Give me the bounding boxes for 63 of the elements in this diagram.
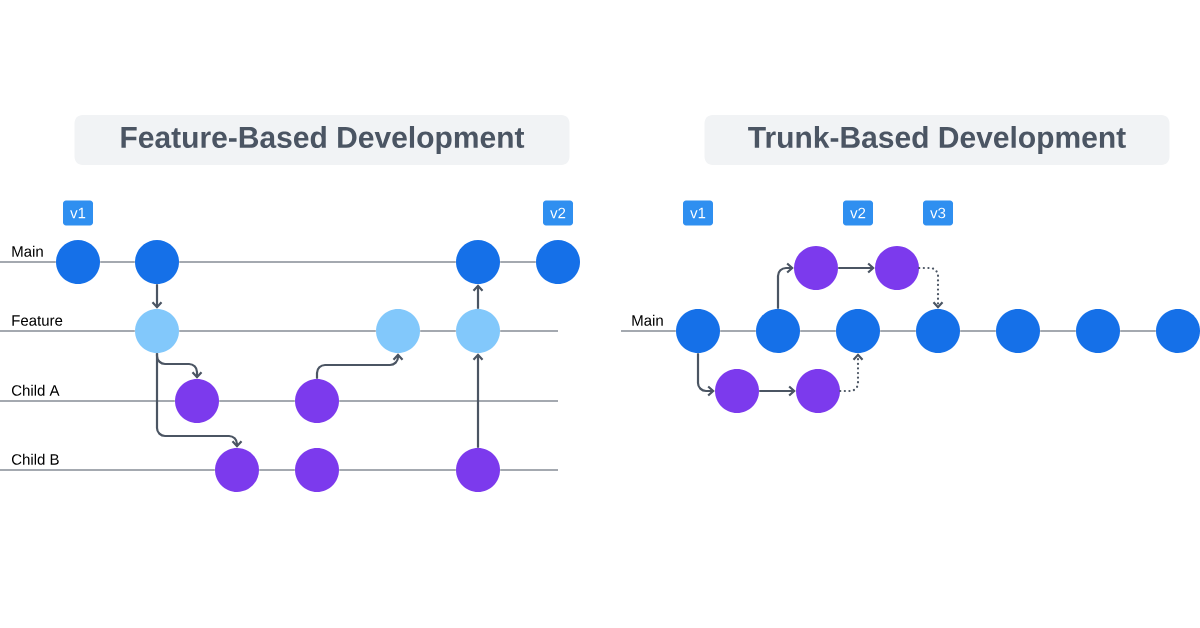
commit-circle: [456, 448, 500, 492]
title-box: Feature-Based Development: [74, 115, 570, 165]
commit-circle: [1076, 309, 1120, 353]
lane-line: [0, 261, 57, 263]
commit-circle: [215, 448, 259, 492]
commit-circle: [536, 240, 580, 284]
connector-line: [719, 330, 757, 332]
lane-label: Child B: [12, 453, 59, 465]
commit-circle: [456, 309, 500, 353]
arrow: [776, 262, 794, 309]
commit-circle: [996, 309, 1040, 353]
arrow: [696, 353, 715, 397]
commit-circle: [794, 246, 838, 290]
lane-line: [0, 469, 216, 471]
arrow: [155, 353, 243, 448]
lane-line: [0, 400, 176, 402]
connector-line: [499, 261, 537, 263]
commit-circle: [796, 369, 840, 413]
commit-circle: [916, 309, 960, 353]
lane-line: [620, 330, 677, 332]
commit-circle: [875, 246, 919, 290]
commit-circle: [676, 309, 720, 353]
lane-label: Main: [12, 245, 43, 257]
connector-line: [99, 261, 136, 263]
connector-line: [959, 330, 997, 332]
arrow: [759, 385, 796, 397]
connector-line: [258, 469, 296, 471]
commit-circle: [295, 379, 339, 423]
lane-line: [0, 330, 136, 332]
connector-line: [1039, 330, 1077, 332]
connector-line: [178, 330, 377, 332]
arrow: [838, 262, 875, 274]
commit-circle: [135, 240, 179, 284]
connector-line: [419, 330, 457, 332]
dotted-arrow: [918, 266, 944, 309]
commit-circle: [295, 448, 339, 492]
arrow: [472, 284, 484, 309]
lane-label: Feature: [12, 315, 63, 326]
commit-circle: [836, 309, 880, 353]
connector-line: [879, 330, 917, 332]
commit-circle: [175, 379, 219, 423]
arrow: [151, 284, 163, 309]
commit-circle: [135, 309, 179, 353]
arrow: [472, 353, 484, 448]
commit-circle: [1156, 309, 1200, 353]
commit-circle: [756, 309, 800, 353]
commit-circle: [456, 240, 500, 284]
commit-circle: [715, 369, 759, 413]
connector-line: [799, 330, 837, 332]
version-badge: v3: [923, 200, 953, 226]
title-box: Trunk-Based Development: [704, 115, 1170, 165]
connector-line: [218, 400, 296, 402]
connector-line: [338, 469, 457, 471]
connector-line: [1119, 330, 1157, 332]
lane-label: Main: [632, 314, 663, 326]
version-badge: v2: [543, 200, 573, 226]
commit-circle: [376, 309, 420, 353]
commit-circle: [56, 240, 100, 284]
version-badge: v2: [843, 200, 873, 226]
version-badge: v1: [63, 200, 93, 226]
lane-label: Child A: [12, 384, 60, 396]
connector-line: [178, 261, 457, 263]
version-badge: v1: [683, 200, 713, 226]
